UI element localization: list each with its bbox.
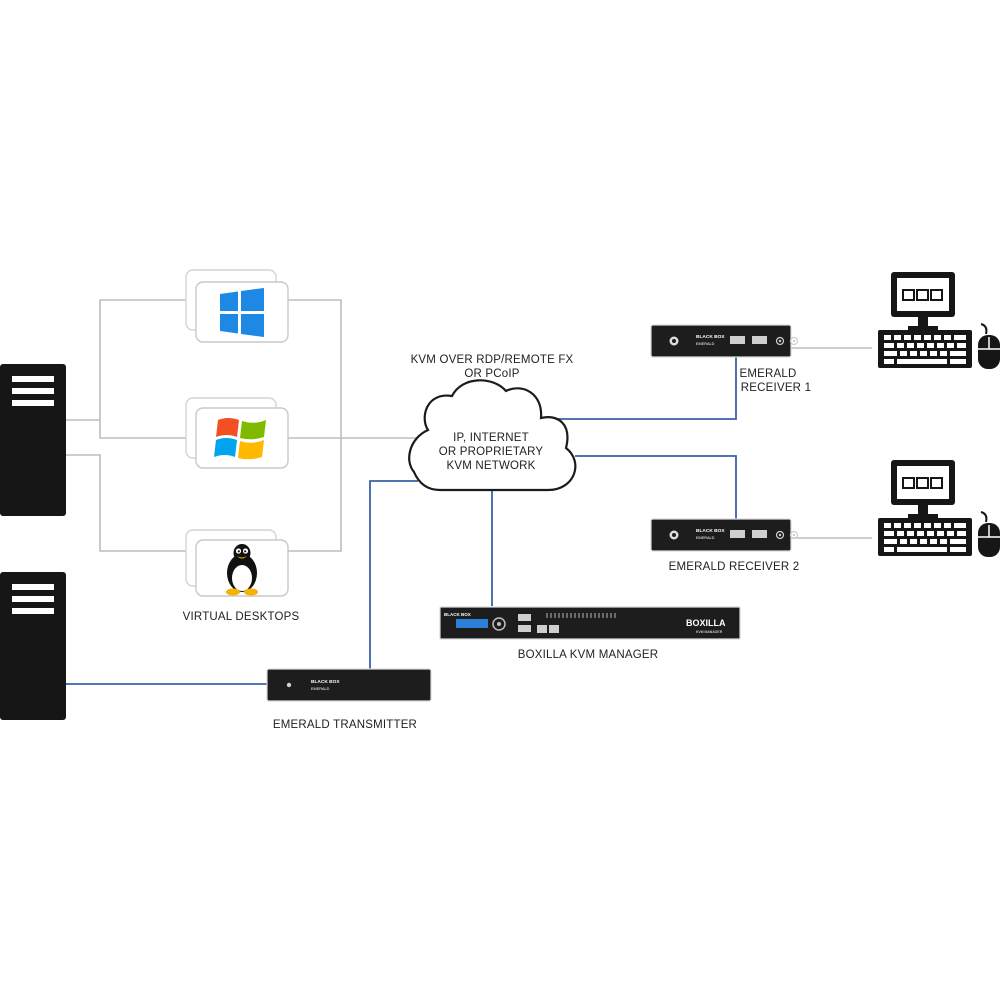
cloud-label-line2: OR PROPRIETARY	[439, 446, 544, 458]
cloud-to-receiver1-line	[540, 356, 737, 420]
receiver1-label-line2: RECEIVER 1	[741, 382, 811, 394]
boxilla-brand-text: BOXILLA	[686, 618, 726, 628]
network-cloud: IP, INTERNET OR PROPRIETARY KVM NETWORK	[408, 379, 577, 492]
boxilla-front-brand: BLACK BOX	[444, 612, 471, 617]
server-tower-icon	[0, 572, 66, 720]
virtual-desktop-windows10	[185, 269, 289, 343]
cloud-to-receiver2-line	[575, 455, 737, 519]
receiver2-product: EMERALD	[696, 536, 715, 540]
windows-classic-logo-icon	[214, 418, 266, 460]
linux-tux-icon	[226, 544, 258, 596]
receiver1-product: EMERALD	[696, 342, 715, 346]
virtual-desktop-linux	[185, 529, 289, 597]
gray-connections	[66, 299, 872, 552]
computer-workstation-icon	[878, 272, 1000, 369]
workstation-1	[878, 272, 1000, 369]
receiver1-brand: BLACK BOX	[696, 334, 725, 340]
kvm-over-label: KVM OVER RDP/REMOTE FX	[411, 354, 574, 366]
receiver2-label: EMERALD RECEIVER 2	[669, 561, 800, 573]
workstation-2	[878, 460, 1000, 557]
receiver2-brand: BLACK BOX	[696, 528, 725, 534]
vdesktops-to-cloud-line	[288, 299, 418, 552]
transmitter-brand: BLACK BOX	[311, 679, 340, 685]
server-tower-icon	[0, 364, 66, 516]
transmitter-product: EMERALD	[311, 687, 330, 691]
receiver1-label-line1: EMERALD	[740, 368, 797, 380]
cloud-to-transmitter-line	[369, 480, 418, 670]
virtual-desktops-label: VIRTUAL DESKTOPS	[183, 611, 300, 623]
cloud-label-line1: IP, INTERNET	[453, 432, 529, 444]
emerald-receiver-1: BLACK BOX EMERALD	[650, 324, 799, 358]
windows-10-logo-icon	[220, 288, 264, 337]
virtual-desktop-windows-classic	[185, 397, 289, 469]
emerald-transmitter: BLACK BOX EMERALD	[266, 668, 432, 702]
boxilla-kvm-manager: BLACK BOX BOXILLA KVM MANAGER	[439, 606, 741, 640]
boxilla-sub-text: KVM MANAGER	[696, 630, 723, 634]
or-pcoip-label: OR PCoIP	[464, 368, 519, 380]
cloud-label-line3: KVM NETWORK	[446, 460, 535, 472]
emerald-receiver-2: BLACK BOX EMERALD	[650, 518, 799, 552]
server-tower-top	[0, 364, 66, 516]
computer-workstation-icon	[878, 460, 1000, 557]
server-to-vdesktops-line	[66, 299, 188, 552]
cloud-icon	[408, 379, 577, 492]
boxilla-label: BOXILLA KVM MANAGER	[518, 649, 659, 661]
blue-connections	[66, 356, 737, 685]
server-tower-bottom	[0, 572, 66, 720]
transmitter-label: EMERALD TRANSMITTER	[273, 719, 417, 731]
